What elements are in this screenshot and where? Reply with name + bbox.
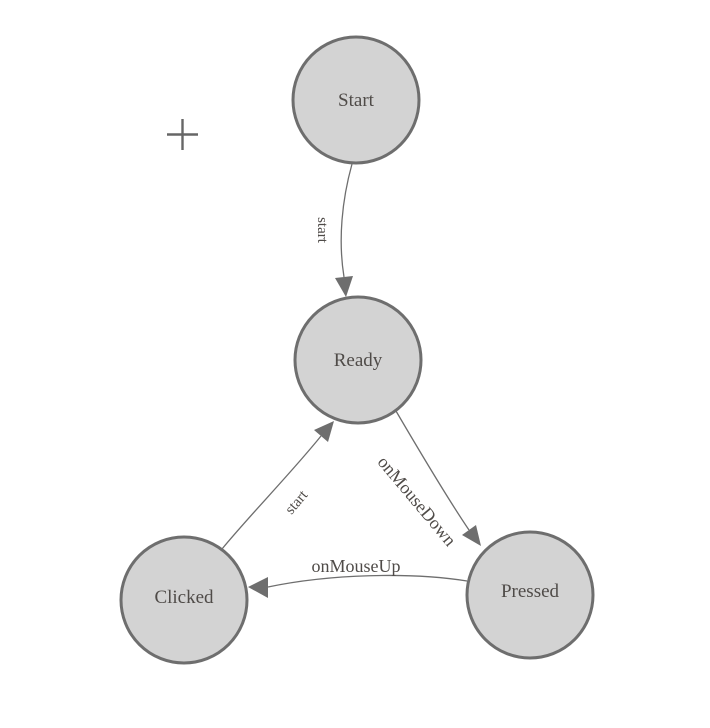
edge-ready-to-pressed-label: onMouseDown [374, 452, 461, 550]
node-ready[interactable]: Ready [293, 295, 423, 425]
edge-start-to-ready-label: start [314, 217, 330, 244]
node-start-label: Start [338, 90, 375, 111]
node-pressed[interactable]: Pressed [465, 530, 595, 660]
edge-start-to-ready-arrowhead-icon [335, 276, 353, 297]
node-clicked-label: Clicked [154, 587, 214, 608]
node-pressed-label: Pressed [501, 581, 560, 602]
plus-crosshair-icon [167, 119, 198, 150]
edge-clicked-to-ready-arrowhead-icon [314, 421, 334, 442]
node-start-circle [291, 35, 421, 165]
edge-start-to-ready[interactable]: start [314, 163, 353, 297]
edge-ready-to-pressed[interactable]: onMouseDown [374, 410, 481, 550]
node-clicked[interactable]: Clicked [119, 535, 249, 665]
edge-pressed-to-clicked-arrowhead-icon [248, 577, 268, 598]
node-pressed-circle [465, 530, 595, 660]
edge-ready-to-pressed-line [395, 410, 470, 531]
edge-pressed-to-clicked-line [267, 574, 468, 588]
edge-start-to-ready-line [340, 163, 353, 278]
node-clicked-circle [119, 535, 249, 665]
edge-pressed-to-clicked[interactable]: onMouseUp [248, 556, 468, 598]
edge-clicked-to-ready-line [221, 435, 322, 550]
node-ready-circle [293, 295, 423, 425]
edge-pressed-to-clicked-label: onMouseUp [312, 556, 401, 576]
node-start[interactable]: Start [291, 35, 421, 165]
edge-ready-to-pressed-arrowhead-icon [462, 525, 481, 546]
node-ready-label: Ready [334, 350, 383, 371]
edge-clicked-to-ready[interactable]: start [221, 421, 334, 550]
edge-clicked-to-ready-label: start [282, 487, 311, 518]
